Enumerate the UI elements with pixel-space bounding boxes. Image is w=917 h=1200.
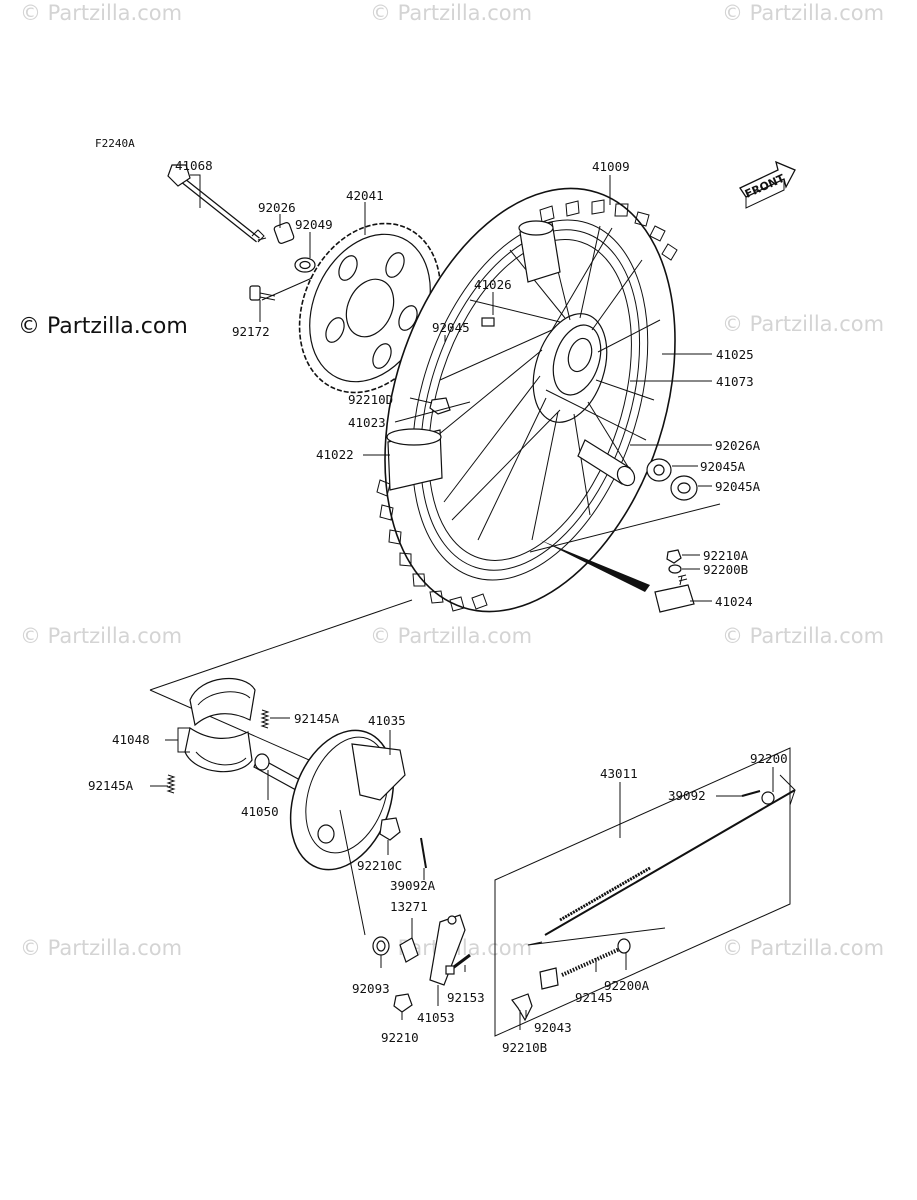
wear-indicator-13271[interactable] [399,937,419,963]
collar-92026[interactable] [273,222,295,244]
bolt-92153[interactable] [445,953,471,975]
collar-92026A[interactable] [577,439,638,489]
diagram-code: F2240A [95,137,135,150]
callout-92200B[interactable]: 92200B [703,562,748,577]
brake-cam-41050[interactable] [253,753,301,791]
brake-rod-43011[interactable] [544,774,796,936]
callout-92045A-2[interactable]: 92045A [715,479,761,494]
front-arrow-icon: FRONT [739,160,796,209]
callout-41035[interactable]: 41035 [368,713,406,728]
joint-92043[interactable] [539,967,559,990]
callout-92200A[interactable]: 92200A [604,978,650,993]
watermark-top-center: © Partzilla.com [370,1,532,25]
axle-41068[interactable] [167,164,267,243]
watermark-mid-right: © Partzilla.com [722,312,884,336]
callout-92043[interactable]: 92043 [534,1020,572,1035]
o-ring-92093[interactable] [372,936,390,956]
bolt-92172[interactable] [249,285,276,301]
callout-92145[interactable]: 92145 [575,990,613,1005]
watermark-row3-left: © Partzilla.com [20,624,182,648]
bearing-92049[interactable] [294,257,316,273]
callout-41025[interactable]: 41025 [716,347,754,362]
callout-41053[interactable]: 41053 [417,1010,455,1025]
callout-41048[interactable]: 41048 [112,732,150,747]
callout-92045A-1[interactable]: 92045A [700,459,746,474]
callout-92026A[interactable]: 92026A [715,438,761,453]
brake-shoes-41048[interactable] [184,677,256,773]
tire-tread [376,199,678,612]
wing-nut-92210B[interactable] [511,993,533,1022]
washer-92200B[interactable] [668,564,682,574]
spring-92145A-1[interactable] [260,709,270,729]
rod-assembly-box [494,747,791,1037]
watermark-row4-right: © Partzilla.com [722,936,884,960]
spokes [431,225,661,541]
callout-41023[interactable]: 41023 [348,415,386,430]
callout-92200[interactable]: 92200 [750,751,788,766]
callout-13271[interactable]: 13271 [390,899,428,914]
callout-41073[interactable]: 41073 [716,374,754,389]
pointer-arrow-icon [540,540,650,592]
rod-pointer [527,927,666,946]
callout-92026[interactable]: 92026 [258,200,296,215]
nut-92210[interactable] [393,993,413,1013]
callout-43011[interactable]: 43011 [600,766,638,781]
callout-41009[interactable]: 41009 [592,159,630,174]
brake-panel-41035[interactable] [272,716,411,884]
watermark-top-right: © Partzilla.com [722,1,884,25]
callout-92210B[interactable]: 92210B [502,1040,547,1055]
nut-92210A[interactable] [666,549,682,564]
cotter-pin-39092[interactable] [741,790,761,797]
watermark-brand-dark: © Partzilla.com [18,314,188,339]
callout-92210C[interactable]: 92210C [357,858,402,873]
rim-lock-41024[interactable] [654,574,695,613]
callout-92172[interactable]: 92172 [232,324,270,339]
cotter-pin-39092A[interactable] [420,837,427,869]
callout-92210D[interactable]: 92210D [348,392,393,407]
nut-92210C[interactable] [379,817,401,841]
watermark-row3-right: © Partzilla.com [722,624,884,648]
watermark-row3-center: © Partzilla.com [370,624,532,648]
callout-92210A[interactable]: 92210A [703,548,749,563]
callout-92145A-2[interactable]: 92145A [88,778,134,793]
callouts: 41068 92026 92049 42041 92172 41009 4102… [88,158,788,1055]
washer-92200[interactable] [761,791,775,805]
rear-wheel-assembly[interactable] [334,151,726,649]
spring-92145A-2[interactable] [166,774,176,794]
spring-92145[interactable] [561,945,625,977]
callout-92210[interactable]: 92210 [381,1030,419,1045]
brake-lever-41053[interactable] [429,914,466,986]
callout-92093[interactable]: 92093 [352,981,390,996]
callout-42041[interactable]: 42041 [346,188,384,203]
bearing-92045A-2[interactable] [670,475,698,501]
callout-92153[interactable]: 92153 [447,990,485,1005]
callout-41024[interactable]: 41024 [715,594,753,609]
callout-92049[interactable]: 92049 [295,217,333,232]
callout-39092[interactable]: 39092 [668,788,706,803]
watermark-row4-left: © Partzilla.com [20,936,182,960]
callout-41050[interactable]: 41050 [241,804,279,819]
washer-92200A[interactable] [617,938,631,954]
callout-41026[interactable]: 41026 [474,277,512,292]
leader-lines [150,174,774,1030]
callout-39092A[interactable]: 39092A [390,878,436,893]
callout-41068[interactable]: 41068 [175,158,213,173]
bearing-92045A-1[interactable] [646,458,672,482]
callout-41022[interactable]: 41022 [316,447,354,462]
callout-92145A-1[interactable]: 92145A [294,711,340,726]
watermark-top-left: © Partzilla.com [20,1,182,25]
callout-92045[interactable]: 92045 [432,320,470,335]
